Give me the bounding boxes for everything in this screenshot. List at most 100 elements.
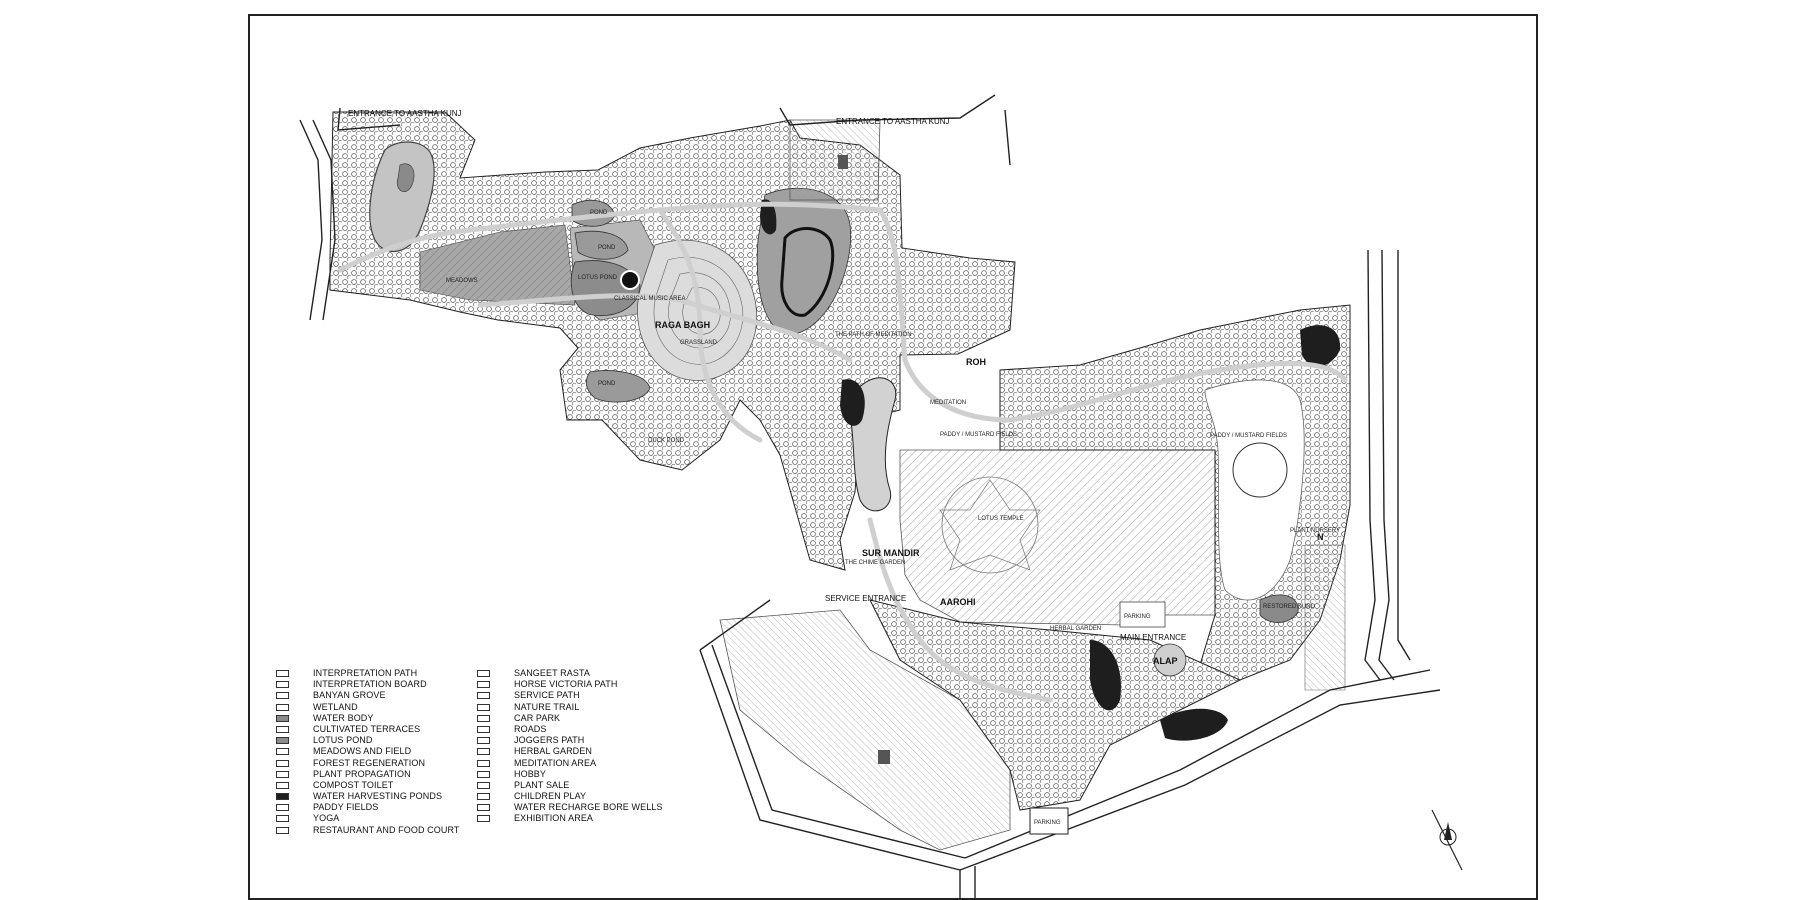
sur-mandir-dark-pond <box>840 379 865 426</box>
legend-label: EXHIBITION AREA <box>514 813 594 824</box>
east-hatch-strip <box>1304 544 1346 691</box>
legend-label: FOREST REGENERATION <box>313 757 426 768</box>
legend-swatch <box>477 737 490 745</box>
legend-swatch <box>276 815 289 823</box>
label-paddy-mustard-2: PADDY / MUSTARD FIELDS <box>1210 433 1287 439</box>
legend-swatch <box>276 714 289 722</box>
legend-swatch <box>477 670 490 677</box>
restored-kund <box>1259 594 1299 623</box>
label-main-entrance: MAIN ENTRANCE <box>1120 633 1186 642</box>
east-dark-pond <box>1300 325 1341 367</box>
label-pond-2: POND <box>598 245 616 251</box>
south-dark-pond-2 <box>1160 708 1228 741</box>
legend-swatch <box>477 714 490 722</box>
legend-swatch <box>477 815 490 823</box>
legend-swatch <box>477 781 490 789</box>
legend-label: ROADS <box>514 723 547 734</box>
label-grassland: GRASSLAND <box>680 340 718 346</box>
label-lotus-temple: LOTUS TEMPLE <box>978 516 1024 522</box>
legend-swatch <box>276 804 289 812</box>
legend-swatch <box>477 804 490 812</box>
paddy-field-circle <box>1232 442 1288 498</box>
alap-circle <box>1153 643 1187 677</box>
legend-swatch <box>477 681 490 689</box>
legend-swatch <box>276 692 289 700</box>
label-service-entrance: SERVICE ENTRANCE <box>825 594 906 603</box>
south-temple <box>878 750 890 764</box>
label-classical-music-area: CLASSICAL MUSIC AREA <box>614 296 685 302</box>
label-aarohi: AAROHI <box>940 597 976 607</box>
legend-swatch <box>477 748 490 756</box>
pond-3 <box>585 370 651 403</box>
legend-label: SANGEET RASTA <box>514 668 590 678</box>
legend-label: COMPOST TOILET <box>313 779 394 790</box>
label-meadows: MEADOWS <box>446 278 478 284</box>
label-lotus-pond: LOTUS POND <box>578 275 618 281</box>
meadows-area <box>419 224 576 306</box>
pond-2 <box>574 230 629 260</box>
label-duck-pond: DUCK POND <box>648 438 685 444</box>
classical-music-area-marker <box>620 270 640 290</box>
legend-label: HERBAL GARDEN <box>514 746 592 757</box>
label-chime-garden: THE CHIME GARDEN <box>845 560 905 566</box>
legend-label: RESTAURANT AND FOOD COURT <box>313 824 460 835</box>
legend-swatch <box>276 725 289 733</box>
legend-label: HORSE VICTORIA PATH <box>514 679 618 690</box>
road-network <box>299 94 1441 900</box>
legend-label: WETLAND <box>313 701 358 712</box>
label-alap: ALAP <box>1153 656 1178 666</box>
walkway-network <box>337 201 1348 703</box>
dark-pond-north <box>760 199 777 235</box>
legend-label: JOGGERS PATH <box>514 735 585 746</box>
legend-label: BANYAN GROVE <box>313 690 386 701</box>
legend-label: PLANT PROPAGATION <box>313 768 411 779</box>
legend-swatch <box>276 781 289 789</box>
legend-swatch <box>276 703 289 711</box>
south-hatched-block <box>719 609 1011 851</box>
legend-label: CAR PARK <box>514 712 561 723</box>
legend-swatch <box>477 692 490 700</box>
north-arrow <box>1431 809 1463 871</box>
legend-swatch <box>477 770 490 778</box>
label-herbal-garden: HERBAL GARDEN <box>1050 626 1101 632</box>
legend-swatch <box>276 748 289 756</box>
lotus-temple-star <box>939 479 1041 571</box>
north-hatched-block <box>789 119 881 201</box>
legend-swatch <box>477 793 490 801</box>
label-sur-mandir: SUR MANDIR <box>862 548 920 558</box>
legend-label: INTERPRETATION PATH <box>313 668 418 678</box>
legend-swatch <box>276 770 289 778</box>
legend-label: YOGA <box>313 813 340 824</box>
legend-label: PLANT SALE <box>514 779 570 790</box>
parking-south-box <box>1029 807 1069 835</box>
label-pond-3: POND <box>598 381 616 387</box>
label-entrance-aastha-kunj-2: ENTRANCE TO AASTHA KUNJ <box>836 117 950 126</box>
legend-swatch <box>477 725 490 733</box>
legend-label: WATER RECHARGE BORE WELLS <box>514 802 663 813</box>
legend-swatch <box>276 793 289 801</box>
label-path-of-meditation: THE PATH OF MEDITATION <box>835 332 912 338</box>
legend-label: INTERPRETATION BOARD <box>313 679 427 690</box>
legend-label: MEDITATION AREA <box>514 757 597 768</box>
north-temple <box>838 155 848 169</box>
legend-label: WATER BODY <box>313 712 374 723</box>
legend-swatch <box>276 826 289 834</box>
south-dark-pond-1 <box>1090 640 1121 711</box>
legend-label: CHILDREN PLAY <box>514 791 587 802</box>
label-plant-nursery: PLANT NURSERY <box>1290 528 1340 534</box>
parking-main-box <box>1119 601 1166 628</box>
legend-label: MEADOWS AND FIELD <box>313 746 412 757</box>
lotus-temple-circle <box>941 476 1039 574</box>
legend-label: HOBBY <box>514 768 547 779</box>
nw-pond <box>396 163 415 192</box>
label-parking-2: PARKING <box>1034 820 1061 826</box>
legend-swatch <box>477 703 490 711</box>
legend-swatch <box>477 759 490 767</box>
label-north-marker: N <box>1317 532 1324 542</box>
label-entrance-aastha-kunj-1: ENTRANCE TO AASTHA KUNJ <box>348 109 462 118</box>
nw-loop-path <box>369 141 435 253</box>
legend-label: CULTIVATED TERRACES <box>313 723 421 734</box>
label-raga-bagh: RAGA BAGH <box>655 320 710 330</box>
legend-label: SERVICE PATH <box>514 690 580 701</box>
